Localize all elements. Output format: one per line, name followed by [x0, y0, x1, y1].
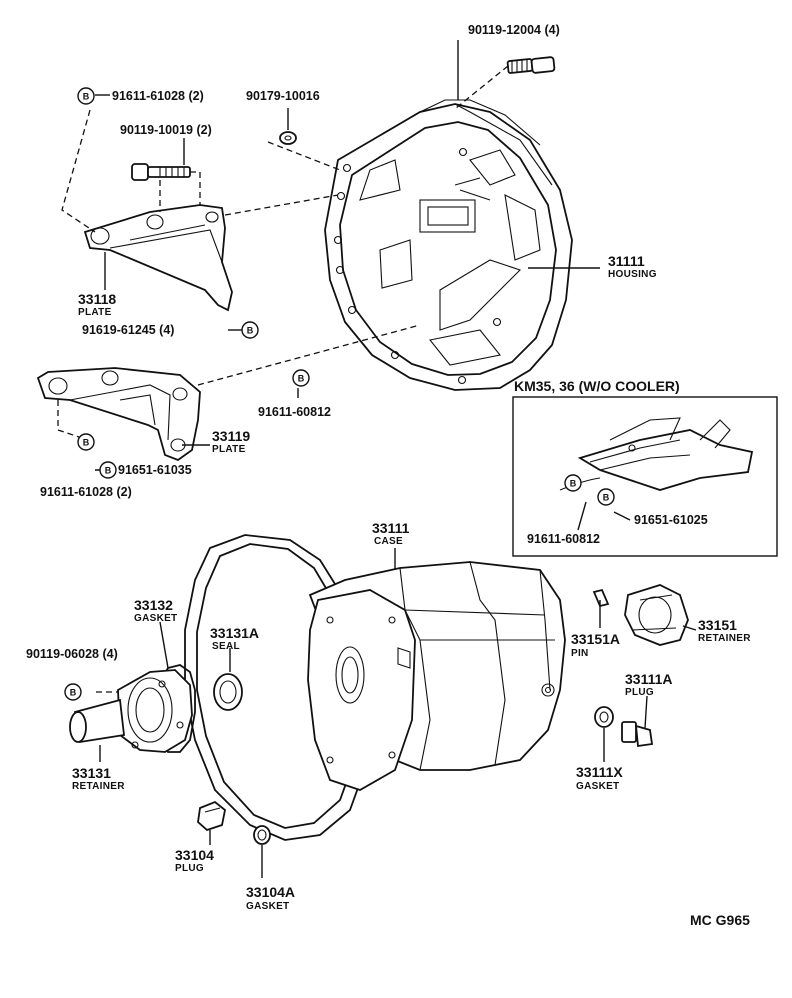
svg-text:B: B [570, 479, 577, 489]
label-gasket1-no: 33132 [134, 597, 173, 613]
svg-text:B: B [105, 466, 112, 476]
inset-frame [512, 396, 778, 557]
label-case-name: CASE [374, 536, 403, 547]
svg-text:B: B [70, 688, 77, 698]
label-plug1-no: 33111A [625, 671, 673, 687]
bolt-marker-retainer: B [64, 683, 82, 701]
leader-lines [95, 40, 697, 878]
label-washer: 90179-10016 [246, 89, 320, 103]
retainer-33151-drawing [624, 584, 689, 646]
seal-33131A-drawing [213, 673, 243, 711]
plate-33119-drawing [36, 367, 201, 462]
gasket-33104A-drawing [253, 825, 271, 845]
bolt-marker-b6: B [77, 433, 95, 451]
bolt-90119-12004-drawing [455, 56, 556, 109]
label-bolt-b6: 91611-61028 (2) [40, 485, 132, 499]
label-plate2-name: PLATE [212, 444, 246, 455]
label-bolt-b4: 91611-60812 [258, 405, 331, 419]
label-pin-no: 33151A [571, 631, 620, 647]
inset-title: KM35, 36 (W/O COOLER) [514, 378, 680, 394]
plate-33118-drawing [83, 204, 233, 312]
label-gasket2-no: 33111X [576, 764, 623, 780]
footer-code: MC G965 [690, 912, 750, 928]
plug-33111A-drawing [621, 721, 654, 748]
inset-km35-36 [512, 396, 778, 557]
bolt-90119-10019-drawing [131, 163, 201, 212]
label-plate2-no: 33119 [212, 428, 250, 444]
label-case-no: 33111 [372, 520, 410, 536]
label-bolt-top: 90119-12004 (4) [468, 23, 560, 37]
bolt-marker-inset2: B [597, 488, 615, 506]
label-housing-name: HOUSING [608, 269, 657, 280]
housing-bolt-holes [333, 147, 502, 385]
label-bolt-b2: 90119-10019 (2) [120, 123, 212, 137]
gasket-33111X-drawing [594, 706, 614, 728]
label-housing-no: 31111 [608, 253, 645, 269]
bolt-marker-b3: B [241, 321, 259, 339]
label-gasket3-name: GASKET [246, 901, 289, 912]
plug-33104-drawing [197, 800, 226, 832]
retainer-33131-drawing [69, 669, 193, 753]
label-plug1-name: PLUG [625, 687, 654, 698]
bolt-marker-inset1: B [564, 474, 582, 492]
label-inset-bolt1: 91611-60812 [527, 532, 600, 546]
svg-text:B: B [83, 92, 90, 102]
label-retainer1-name: RETAINER [72, 781, 125, 792]
washer-90179-10016-drawing [267, 131, 341, 171]
label-plug2-no: 33104 [175, 847, 214, 863]
label-bolt-b5: 91651-61035 [118, 463, 192, 477]
label-retainer2-name: RETAINER [698, 633, 751, 644]
label-bolt-b1: 91611-61028 (2) [112, 89, 204, 103]
label-bolt-retainer: 90119-06028 (4) [26, 647, 118, 661]
label-retainer2-no: 33151 [698, 617, 737, 633]
transmission-case-drawing [184, 534, 566, 841]
label-bolt-b3: 91619-61245 (4) [82, 323, 174, 337]
clutch-housing-drawing [324, 99, 573, 391]
label-seal-no: 33131A [210, 625, 259, 641]
label-inset-bolt2: 91651-61025 [634, 513, 708, 527]
label-retainer1-no: 33131 [72, 765, 111, 781]
label-plate1-name: PLATE [78, 307, 112, 318]
bolt-marker-b1: B [77, 87, 95, 105]
label-gasket1-name: GASKET [134, 613, 177, 624]
svg-text:B: B [83, 438, 90, 448]
label-gasket2-name: GASKET [576, 781, 619, 792]
svg-text:B: B [298, 374, 305, 384]
label-pin-name: PIN [571, 648, 589, 659]
label-gasket3-no: 33104A [246, 884, 295, 900]
label-seal-name: SEAL [212, 641, 240, 652]
svg-text:B: B [247, 326, 254, 336]
pin-33151A-drawing [592, 588, 610, 608]
svg-text:B: B [603, 493, 610, 503]
bolt-marker-b4: B [292, 369, 310, 387]
label-plate1-no: 33118 [78, 291, 116, 307]
label-plug2-name: PLUG [175, 863, 204, 874]
bolt-marker-b5: B [99, 461, 117, 479]
